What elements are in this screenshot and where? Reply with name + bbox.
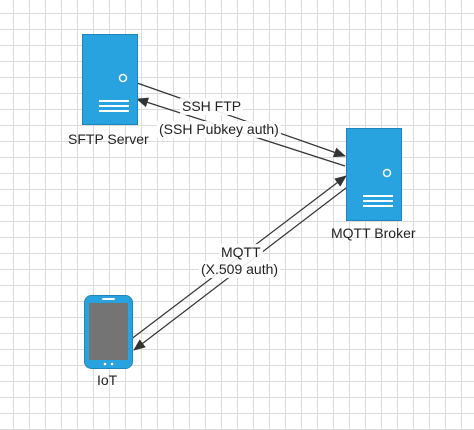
sftp-server-label: SFTP Server — [68, 131, 149, 147]
server-icon — [82, 34, 138, 125]
server-icon — [346, 128, 402, 221]
mqtt-edge-label-line1: MQTT — [219, 244, 263, 261]
iot-label: IoT — [97, 372, 118, 388]
iot-device-node[interactable] — [84, 295, 133, 369]
sftp-server-node[interactable] — [82, 34, 138, 125]
mqtt-broker-node[interactable] — [346, 128, 402, 221]
ssh-edge-label-line1: SSH FTP — [180, 98, 244, 115]
ssh-edge-label-line2: (SSH Pubkey auth) — [157, 121, 281, 138]
mqtt-edge-label-line2: (X.509 auth) — [199, 261, 281, 278]
mqtt-broker-label: MQTT Broker — [331, 225, 416, 241]
mobile-device-icon — [84, 295, 133, 369]
ssh-arrow-to-broker — [136, 82, 346, 158]
